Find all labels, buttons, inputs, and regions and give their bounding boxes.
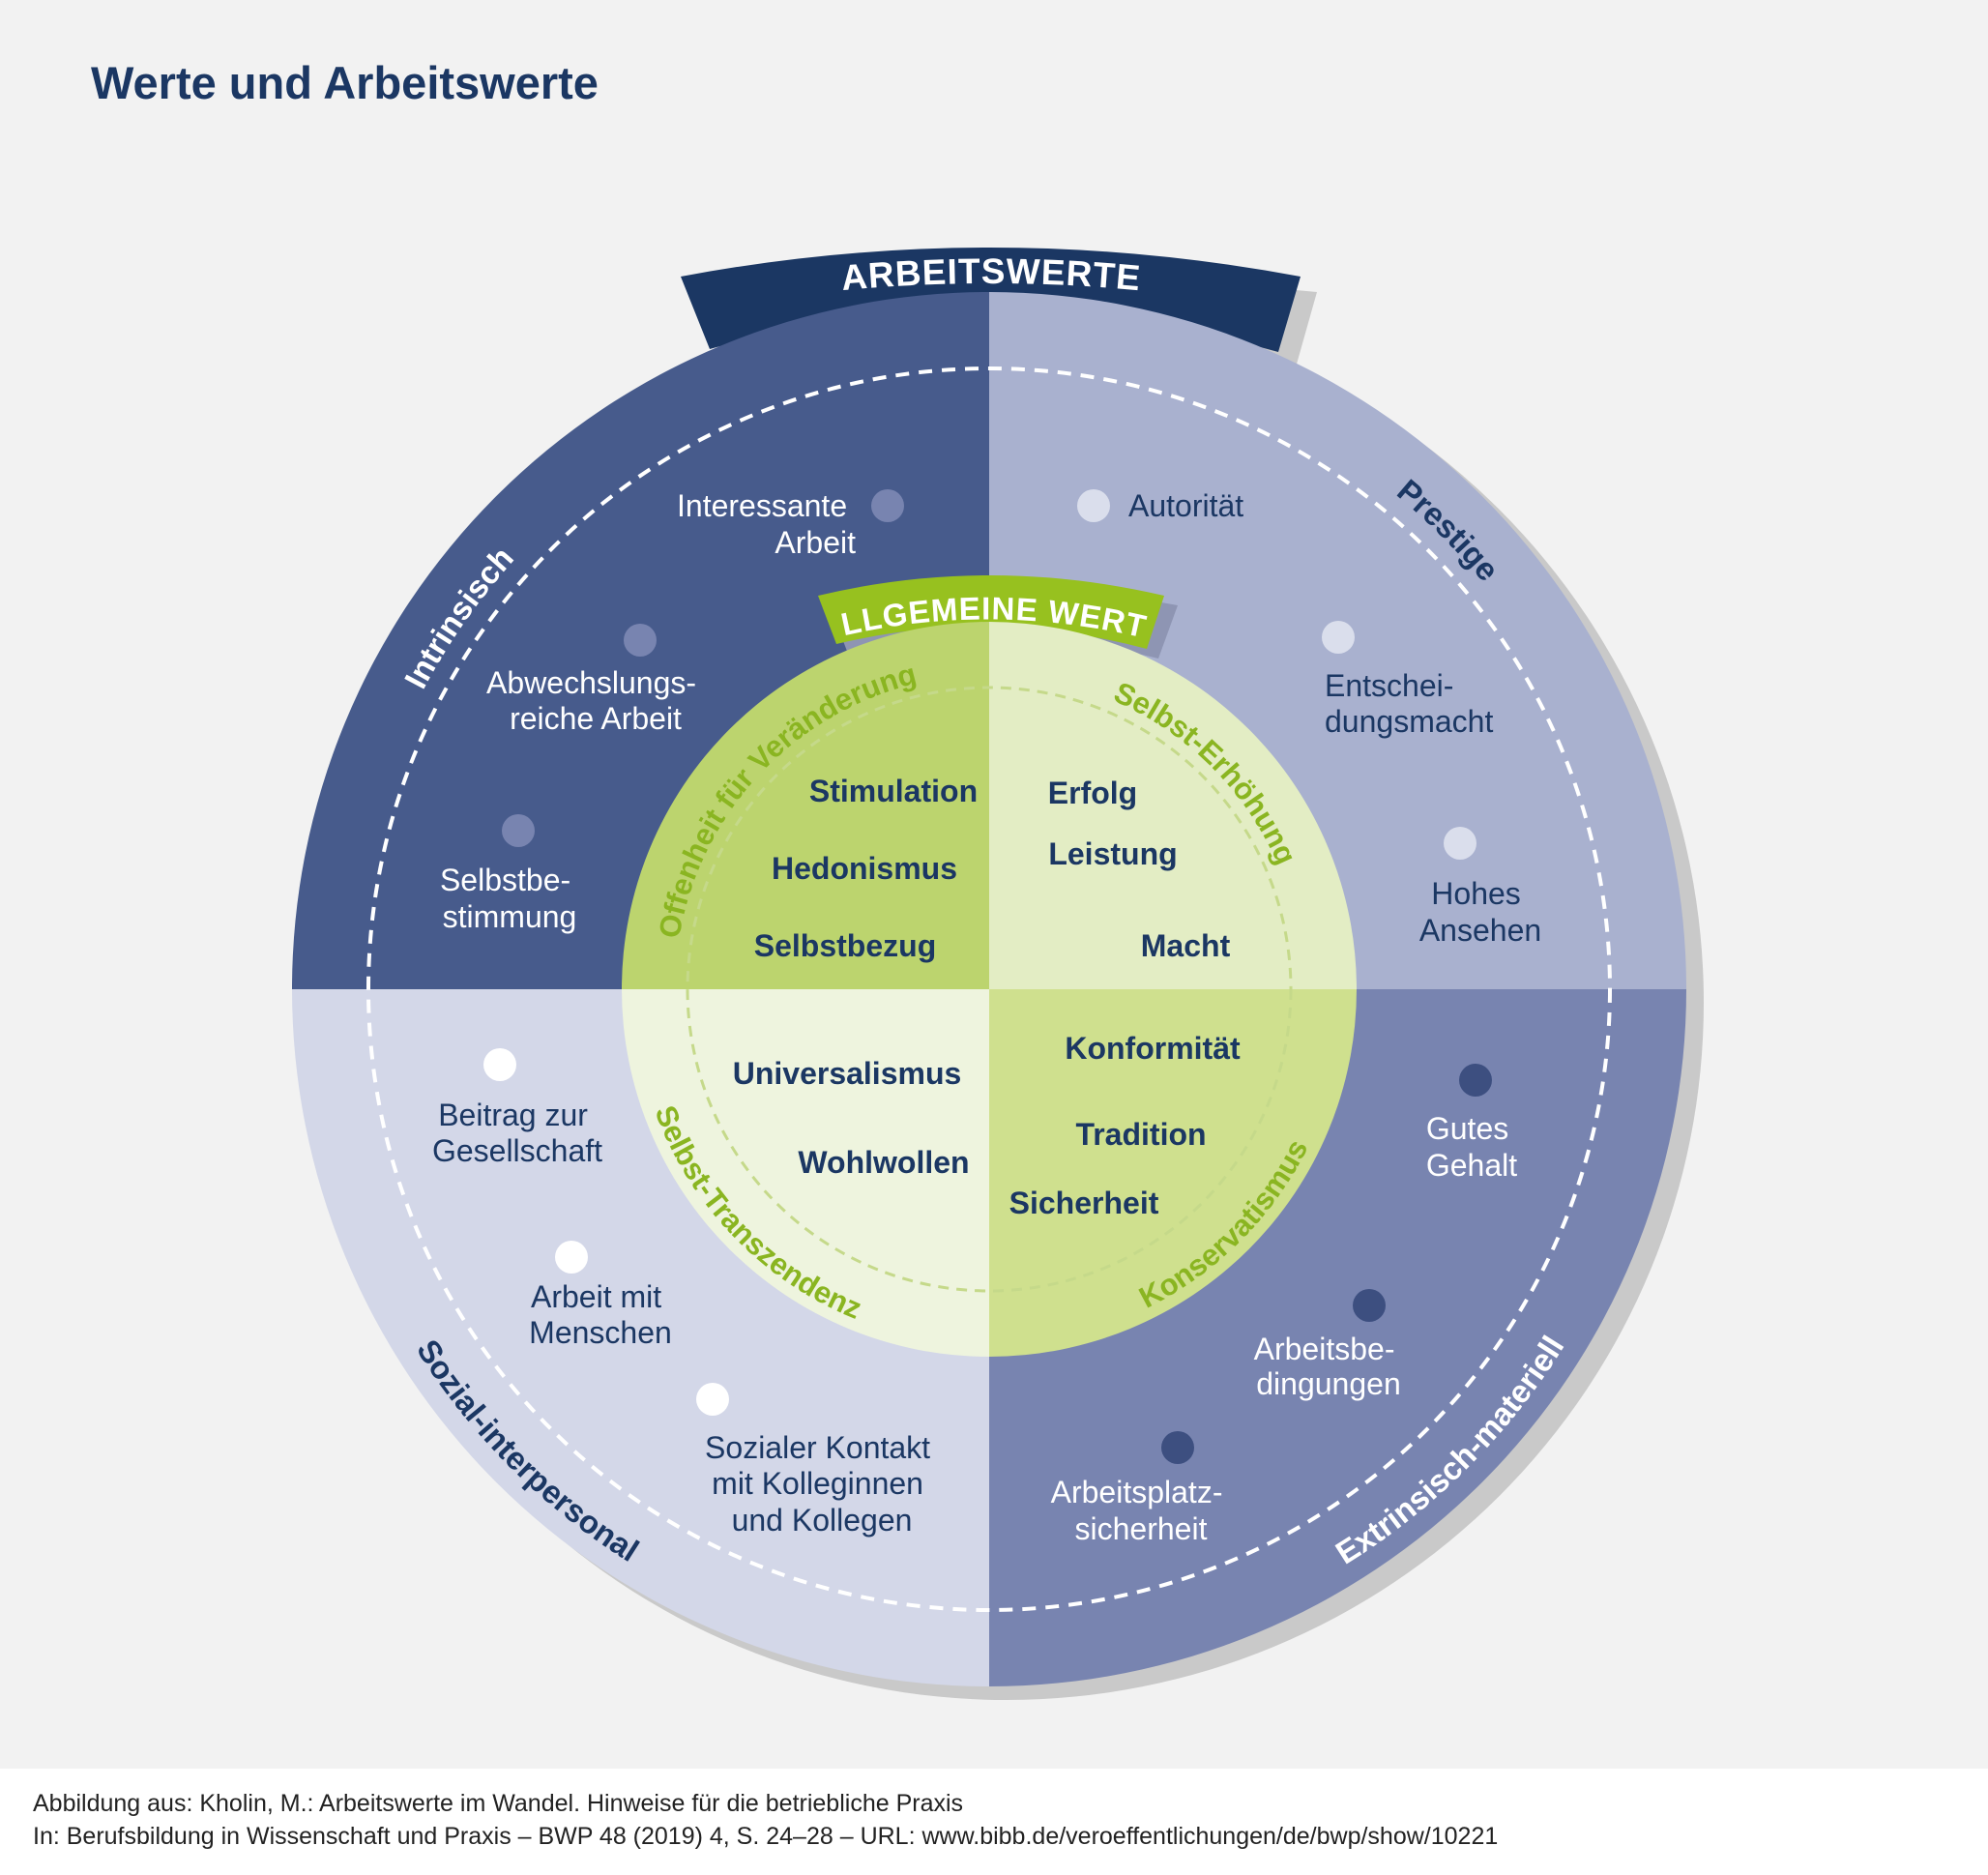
- dot-entscheidungsmacht: [1322, 621, 1355, 654]
- value-interessante-arbeit: Interessante Arbeit: [677, 488, 856, 560]
- footer-citation: Abbildung aus: Kholin, M.: Arbeitswerte …: [33, 1790, 964, 1817]
- value-wohlwollen: Wohlwollen: [798, 1145, 969, 1180]
- value-konformitaet: Konformität: [1065, 1031, 1241, 1066]
- dot-interessante-arbeit: [871, 489, 904, 522]
- value-gutes-gehalt: Gutes Gehalt: [1426, 1111, 1517, 1183]
- value-beitrag-gesellschaft: Beitrag zur Gesellschaft: [432, 1098, 602, 1168]
- inner-quadrant-konservatismus: [989, 989, 1357, 1357]
- dot-arbeit-mit-menschen: [555, 1241, 588, 1274]
- value-arbeitsbedingungen: Arbeitsbe- dingungen: [1254, 1332, 1404, 1401]
- value-autoritaet: Autorität: [1128, 488, 1243, 523]
- arbeitswerte-label: ARBEITSWERTE: [839, 251, 1142, 298]
- value-leistung: Leistung: [1048, 836, 1177, 871]
- value-hedonismus: Hedonismus: [772, 851, 957, 886]
- value-entscheidungsmacht: Entschei- dungsmacht: [1325, 668, 1493, 739]
- work-values: Interessante Arbeit Abwechslungs- reiche…: [432, 488, 1541, 1546]
- values-diagram: ARBEITSWERTE ALLGEMEINE WERTE Intrinsisc…: [0, 0, 1704, 1700]
- dot-sozialer-kontakt: [696, 1383, 729, 1416]
- value-sicherheit: Sicherheit: [1009, 1186, 1159, 1220]
- dot-gutes-gehalt: [1459, 1064, 1492, 1097]
- dot-selbstbestimmung: [502, 814, 535, 847]
- value-selbstbestimmung: Selbstbe- stimmung: [440, 863, 579, 934]
- source-footer: Abbildung aus: Kholin, M.: Arbeitswerte …: [0, 1769, 1988, 1875]
- value-tradition: Tradition: [1075, 1117, 1206, 1152]
- value-dots: [483, 489, 1492, 1464]
- dot-autoritaet: [1077, 489, 1110, 522]
- value-abwechslungsreiche-arbeit: Abwechslungs- reiche Arbeit: [486, 665, 705, 736]
- inner-quadrant-offenheit: [622, 622, 989, 989]
- value-stimulation: Stimulation: [809, 774, 978, 808]
- page-title: Werte und Arbeitswerte: [91, 57, 599, 108]
- value-arbeit-mit-menschen: Arbeit mit Menschen: [529, 1279, 672, 1350]
- inner-quadrant-selbst-transzendenz: [622, 989, 989, 1357]
- general-values: Stimulation Hedonismus Selbstbezug Erfol…: [733, 774, 1241, 1220]
- value-erfolg: Erfolg: [1048, 776, 1137, 810]
- dot-arbeitsbedingungen: [1353, 1289, 1386, 1322]
- inner-dashed-ring: [686, 686, 1293, 1293]
- outer-dashed-ring: [366, 366, 1612, 1612]
- footer-source-url[interactable]: In: Berufsbildung in Wissenschaft und Pr…: [33, 1823, 1499, 1850]
- inner-quadrant-selbst-erhoehung: [989, 622, 1357, 989]
- value-hohes-ansehen: Hohes Ansehen: [1419, 876, 1541, 948]
- value-universalismus: Universalismus: [733, 1056, 962, 1091]
- dot-abwechslungsreiche-arbeit: [624, 624, 657, 657]
- value-sozialer-kontakt: Sozialer Kontakt mit Kolleginnen und Kol…: [705, 1430, 939, 1538]
- allgemeine-werte-banner: [818, 575, 1164, 649]
- dot-beitrag-gesellschaft: [483, 1048, 516, 1081]
- dot-arbeitsplatzsicherheit: [1161, 1431, 1194, 1464]
- value-arbeitsplatzsicherheit: Arbeitsplatz- sicherheit: [1051, 1475, 1232, 1546]
- value-selbstbezug: Selbstbezug: [754, 928, 936, 963]
- dot-hohes-ansehen: [1444, 827, 1476, 860]
- value-macht: Macht: [1141, 928, 1231, 963]
